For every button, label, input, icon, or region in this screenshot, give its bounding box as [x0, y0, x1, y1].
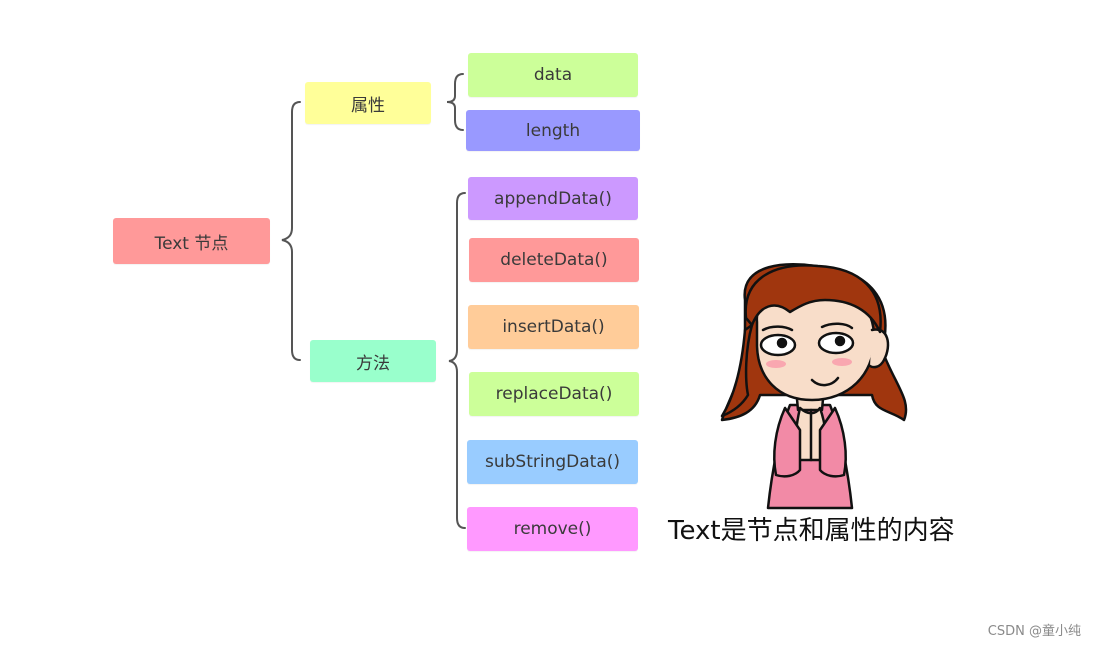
- method-subStringData: subStringData(): [467, 440, 638, 484]
- root-node: Text 节点: [113, 218, 270, 264]
- methods-node: 方法: [310, 340, 436, 382]
- method-replaceData: replaceData(): [469, 372, 639, 416]
- properties-brace: [446, 73, 464, 131]
- property-data: data: [468, 53, 638, 97]
- method-remove: remove(): [467, 507, 638, 551]
- methods-brace: [448, 192, 466, 529]
- method-deleteData: deleteData(): [469, 238, 639, 282]
- caption-text: Text是节点和属性的内容: [668, 516, 955, 546]
- property-length: length: [466, 110, 640, 151]
- watermark: CSDN @童小纯: [987, 624, 1081, 639]
- method-appendData: appendData(): [468, 177, 638, 220]
- root-brace: [281, 101, 301, 361]
- properties-node: 属性: [305, 82, 431, 124]
- method-insertData: insertData(): [468, 305, 639, 349]
